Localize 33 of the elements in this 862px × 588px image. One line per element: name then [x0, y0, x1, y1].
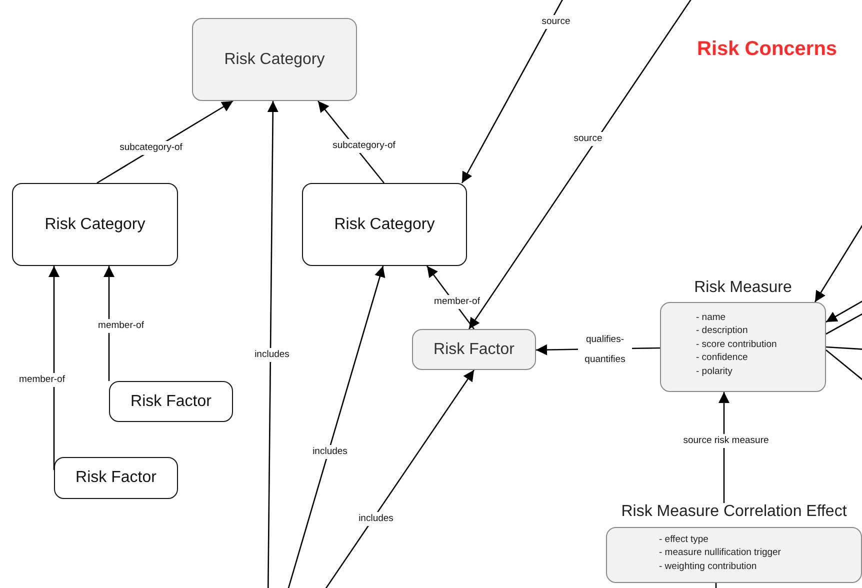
edge-label: source: [572, 132, 604, 146]
connector-line: [826, 346, 862, 351]
edge-label: includes: [254, 348, 290, 362]
attribute-item: - effect type: [659, 534, 708, 546]
arrow: [267, 101, 278, 588]
edge-label: source: [540, 15, 572, 29]
edge-label: subcategory-of: [332, 139, 396, 153]
arrow: [104, 266, 114, 381]
entity-box: Risk Category: [302, 183, 467, 266]
edge-label: member-of: [18, 373, 66, 387]
entity-box: Risk Category: [12, 183, 178, 266]
entity-title: Risk Measure: [693, 279, 793, 297]
edge-label: member-of: [433, 295, 481, 309]
attribute-item: - measure nullification trigger: [659, 547, 781, 560]
diagram-title: Risk Concerns: [697, 38, 838, 61]
arrow: [48, 266, 60, 470]
attribute-item: - weighting contribution: [659, 560, 757, 573]
attribute-item: - description: [696, 325, 748, 338]
entity-box: Risk Factor: [54, 457, 178, 499]
edge-label: subcategory-of: [118, 141, 184, 155]
edge-label: member-of: [97, 319, 145, 333]
entity-box: Risk Category: [192, 18, 357, 101]
attribute-item: - score contribution: [696, 338, 777, 351]
attribute-item: - polarity: [696, 366, 732, 378]
entity-box: Risk Factor: [412, 329, 536, 370]
entity-box: Risk Factor: [109, 381, 233, 422]
attribute-item: - name: [696, 312, 726, 324]
edge-label: includes: [312, 445, 348, 459]
edge-label: includes: [358, 512, 394, 526]
edge-label: source risk measure: [682, 434, 770, 448]
entity-title: Risk Measure Correlation Effect: [620, 503, 848, 521]
arrow: [461, 0, 566, 184]
attribute-item: - confidence: [696, 352, 748, 364]
